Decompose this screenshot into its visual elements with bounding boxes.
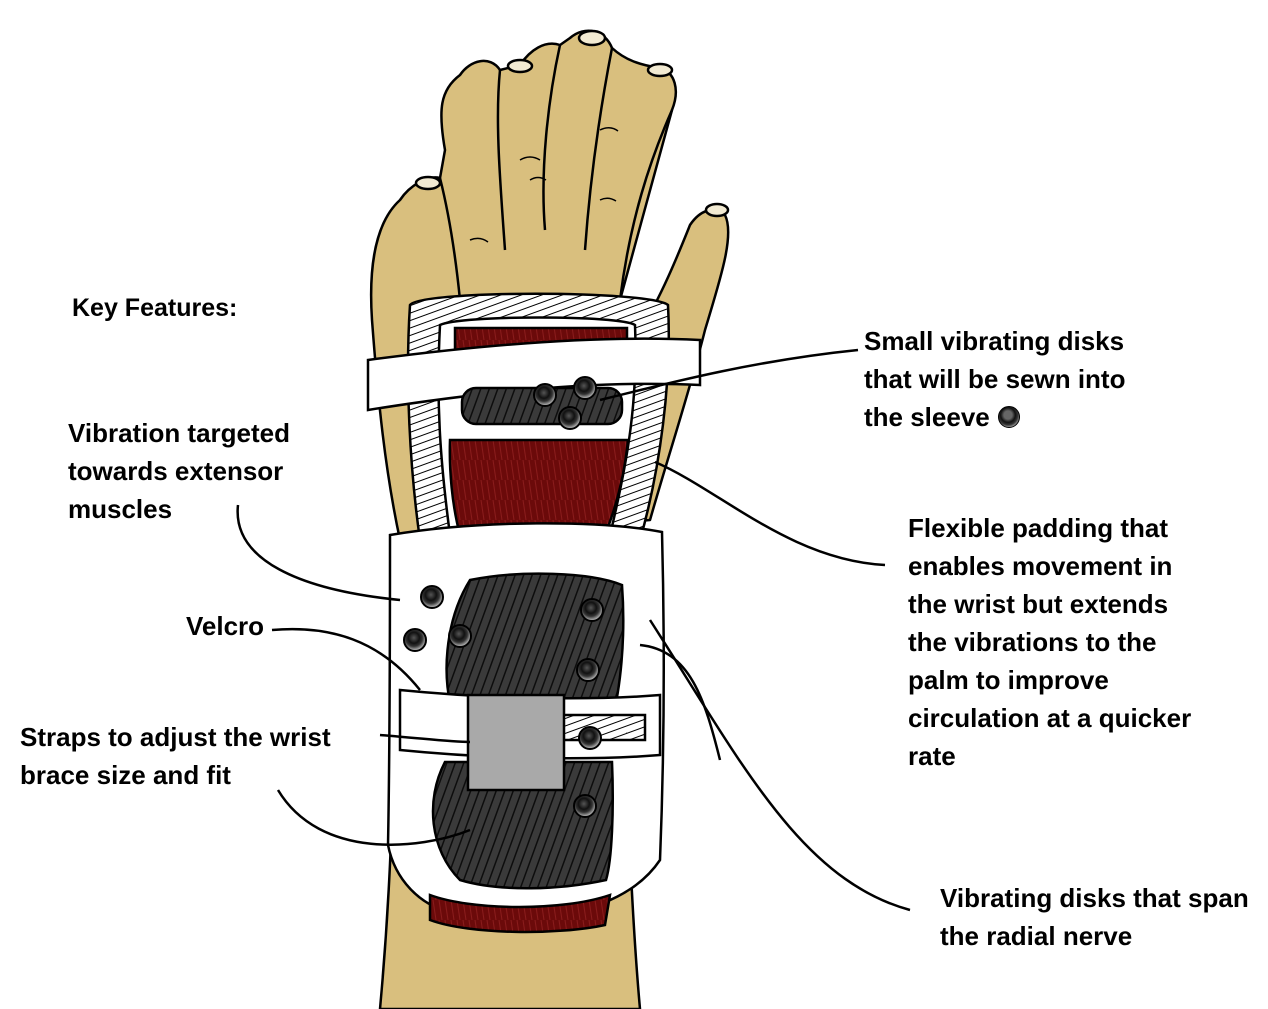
sleeve-upper: [368, 294, 700, 540]
muscle-lower: [450, 440, 628, 535]
brace-lower: [388, 523, 664, 932]
velcro-patch: [468, 695, 564, 790]
label-flexible-padding: Flexible padding that enables movement i…: [908, 509, 1191, 775]
label-small-disks: Small vibrating disks that will be sewn …: [864, 322, 1125, 436]
label-line: enables movement in: [908, 547, 1191, 585]
label-line: muscles: [68, 490, 290, 528]
disk: [577, 659, 599, 681]
disk: [574, 377, 596, 399]
label-line: Straps to adjust the wrist: [20, 718, 331, 756]
label-line: Flexible padding that: [908, 509, 1191, 547]
label-line: Small vibrating disks: [864, 322, 1125, 360]
disk-icon: [998, 406, 1020, 428]
mid-strap-dark: [560, 715, 645, 740]
disk: [534, 384, 556, 406]
label-line: the vibrations to the: [908, 623, 1191, 661]
disk: [404, 629, 426, 651]
label-text: the sleeve: [864, 402, 990, 432]
leader-flex-padding: [655, 462, 885, 565]
label-line: the wrist but extends: [908, 585, 1191, 623]
label-line: Vibration targeted: [68, 414, 290, 452]
label-line: towards extensor: [68, 452, 290, 490]
label-line: brace size and fit: [20, 756, 331, 794]
label-line-with-icon: the sleeve: [864, 398, 1125, 436]
label-vibration-targeted: Vibration targeted towards extensor musc…: [68, 414, 290, 528]
key-features-heading: Key Features:: [72, 289, 237, 327]
disk: [581, 599, 603, 621]
disk: [559, 407, 581, 429]
disk: [449, 625, 471, 647]
label-line: that will be sewn into: [864, 360, 1125, 398]
disk: [579, 727, 601, 749]
leader-radial: [650, 620, 910, 910]
label-line: rate: [908, 737, 1191, 775]
disk: [421, 586, 443, 608]
label-line: Vibrating disks that span: [940, 879, 1249, 917]
label-line: circulation at a quicker: [908, 699, 1191, 737]
label-line: palm to improve: [908, 661, 1191, 699]
disk: [574, 795, 596, 817]
label-line: the radial nerve: [940, 917, 1249, 955]
label-radial-disks: Vibrating disks that span the radial ner…: [940, 879, 1249, 955]
label-velcro: Velcro: [186, 607, 264, 645]
label-straps: Straps to adjust the wrist brace size an…: [20, 718, 331, 794]
